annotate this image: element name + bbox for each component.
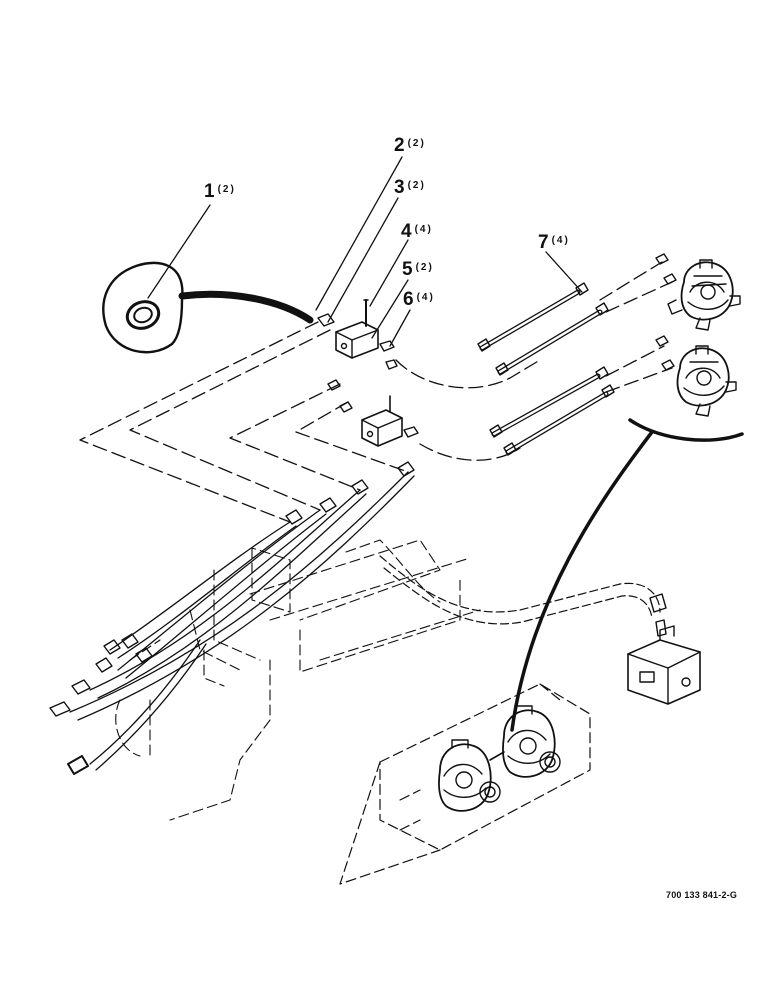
tractor-frame [115,539,481,821]
callout-2: 2(2) [394,136,426,155]
callout-number: 6 [403,289,414,310]
callout-quantity: (4) [414,224,433,235]
control-valve [627,625,701,705]
callout-quantity: (2) [407,138,426,149]
callout-5: 5(2) [402,260,434,279]
coil-connector [178,290,314,324]
lower-manifold-block [327,379,419,447]
hydraulic-motor-lower [676,345,737,417]
detail-leader [510,430,654,732]
upper-manifold-block [317,299,398,370]
hose-assembly-lower [489,335,675,456]
valve-elbow [649,593,667,637]
hydraulic-motor-upper [667,259,741,331]
callout-quantity: (4) [551,235,570,246]
gearbox-coupling [489,751,505,761]
callout-quantity: (2) [407,180,426,191]
callout-number: 4 [401,221,412,242]
leader-lines [147,156,583,347]
quick-couplers [49,461,415,775]
callout-4: 4(4) [401,222,433,241]
callout-number: 2 [394,135,405,156]
gearbox-right [502,705,561,778]
hose-coil-detail [102,261,184,354]
callout-number: 1 [204,181,215,202]
callout-quantity: (2) [217,184,236,195]
callout-number: 5 [402,259,413,280]
callout-number: 7 [538,232,549,253]
gearbox-mount-frame [339,683,591,885]
gearbox-left [438,739,501,812]
callout-7: 7(4) [538,233,570,252]
callout-6: 6(4) [403,290,435,309]
callout-3: 3(2) [394,178,426,197]
callout-1: 1(2) [204,182,236,201]
detail-arc [628,418,744,442]
hose-assembly-upper [477,253,677,376]
callout-number: 3 [394,177,405,198]
valve-hose [379,555,661,625]
figure-id: 700 133 841-2-G [666,890,738,900]
callout-quantity: (4) [416,292,435,303]
hose-bundle [69,471,415,771]
hose-routing [79,261,673,523]
callout-quantity: (2) [415,262,434,273]
